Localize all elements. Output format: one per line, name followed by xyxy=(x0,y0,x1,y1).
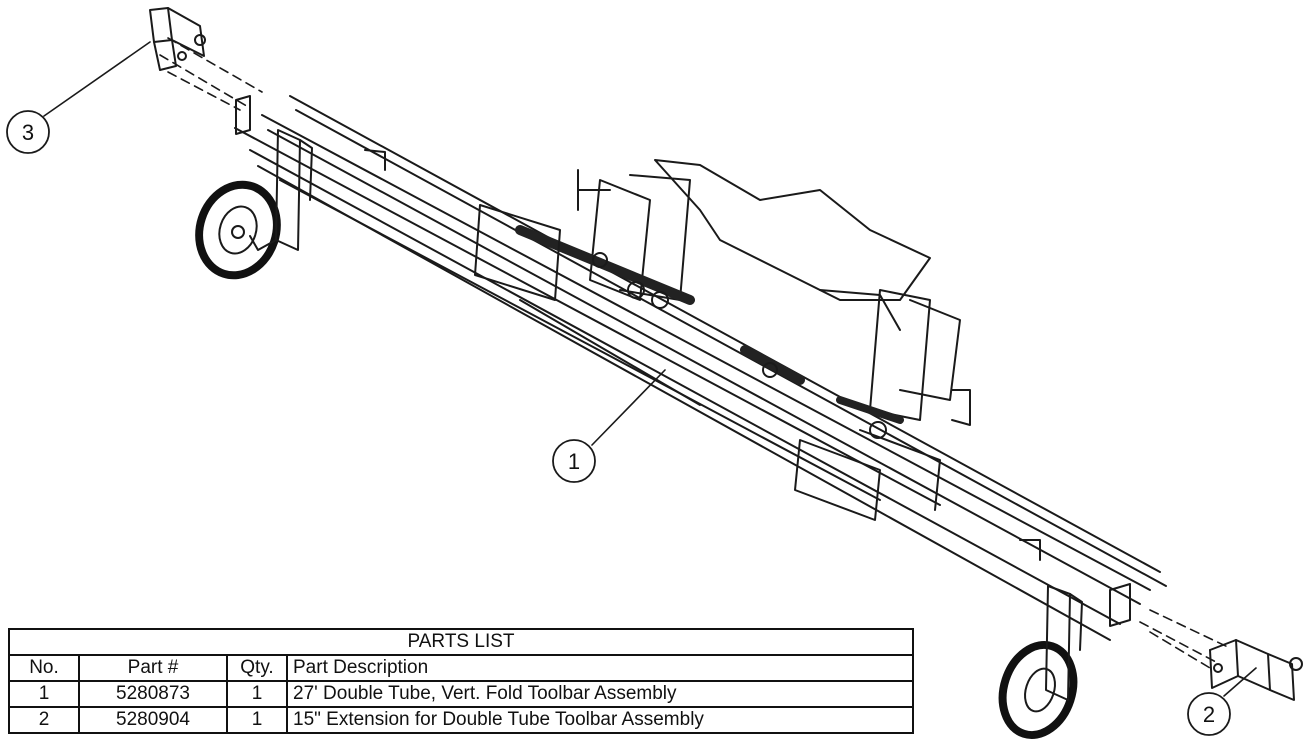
extension-guide-lines xyxy=(159,37,1231,669)
parts-list-title: PARTS LIST xyxy=(8,628,914,656)
table-row: 2 5280904 1 15" Extension for Double Tub… xyxy=(8,706,914,734)
row-part-number: 5280873 xyxy=(78,680,228,708)
fold-cylinders xyxy=(515,225,904,439)
fold-brackets xyxy=(235,95,1131,627)
right-gauge-wheel xyxy=(998,585,1083,739)
header-part-number: Part # xyxy=(78,654,228,682)
extension-part-3 xyxy=(149,7,206,71)
table-row: 1 5280873 1 27' Double Tube, Vert. Fold … xyxy=(8,680,914,708)
callout-3: 3 xyxy=(6,110,50,154)
callout-2: 2 xyxy=(1187,692,1231,736)
left-gauge-wheel xyxy=(195,129,313,280)
row-description: 27' Double Tube, Vert. Fold Toolbar Asse… xyxy=(286,680,914,708)
row-no: 1 xyxy=(8,680,80,708)
svg-text:2: 2 xyxy=(1203,702,1215,727)
row-no: 2 xyxy=(8,706,80,734)
parts-list-header-row: No. Part # Qty. Part Description xyxy=(8,654,914,682)
row-description: 15" Extension for Double Tube Toolbar As… xyxy=(286,706,914,734)
callout-leaders xyxy=(43,41,1257,697)
header-qty: Qty. xyxy=(226,654,288,682)
hitch-frame xyxy=(577,159,971,426)
row-qty: 1 xyxy=(226,680,288,708)
row-qty: 1 xyxy=(226,706,288,734)
parts-list-title-row: PARTS LIST xyxy=(8,628,914,656)
header-part-description: Part Description xyxy=(286,654,914,682)
toolbar-tubes xyxy=(234,95,1167,641)
extension-part-2 xyxy=(1209,639,1303,701)
parts-list-table: PARTS LIST No. Part # Qty. Part Descript… xyxy=(8,628,914,734)
svg-text:1: 1 xyxy=(568,449,580,474)
callout-1: 1 xyxy=(552,439,596,483)
svg-text:3: 3 xyxy=(22,120,34,145)
header-no: No. xyxy=(8,654,80,682)
row-part-number: 5280904 xyxy=(78,706,228,734)
